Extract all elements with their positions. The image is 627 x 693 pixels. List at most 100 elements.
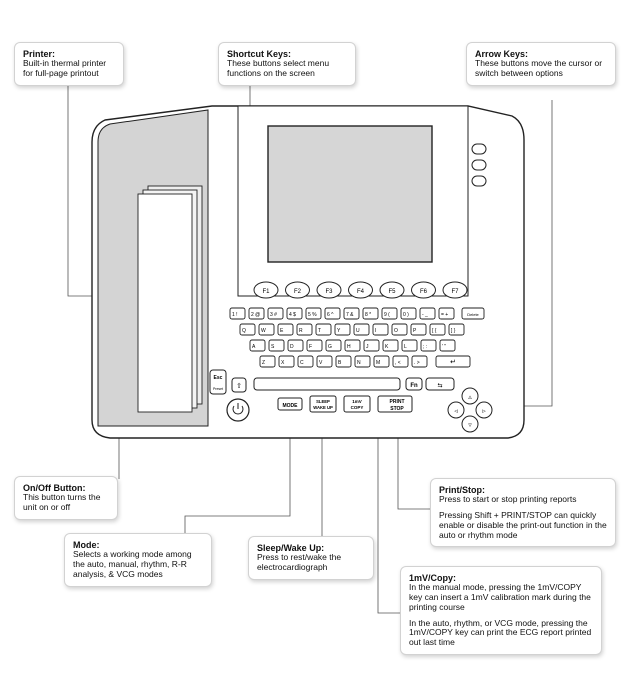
key-row4-1[interactable]: X [278, 355, 295, 368]
printer-callout-body: Built-in thermal printer for full-page p… [23, 58, 107, 79]
key-row2-9[interactable]: P [410, 323, 427, 336]
onoff-callout-title: On/Off Button: [23, 483, 86, 493]
key-row1-3[interactable]: 4 $ [286, 307, 303, 320]
key-row4-8[interactable]: . > [411, 355, 428, 368]
key-row1-10[interactable]: - _ [419, 307, 436, 320]
key-row1-11[interactable]: = + [438, 307, 455, 320]
key-row4-5[interactable]: N [354, 355, 371, 368]
key-row3-0[interactable]: A [249, 339, 266, 352]
fn-key[interactable]: Fn [405, 377, 423, 391]
key-row1-0[interactable]: 1 ! [229, 307, 246, 320]
arrow-right-key[interactable]: ▹ [475, 401, 493, 419]
esc-key-label: Esc [214, 375, 223, 381]
key-row4-0[interactable]: Z [259, 355, 276, 368]
fkey-f4[interactable]: F4 [348, 281, 373, 299]
power-icon [232, 405, 244, 415]
arrow-down-key[interactable]: ▿ [461, 415, 479, 433]
tab-key[interactable]: ⇆ [425, 377, 455, 391]
key-row4-7[interactable]: , < [392, 355, 409, 368]
fkey-f2[interactable]: F2 [285, 281, 310, 299]
arrow-left-key[interactable]: ◃ [447, 401, 465, 419]
key-row4-4[interactable]: B [335, 355, 352, 368]
copy-button[interactable]: 1mV COPY [343, 395, 371, 413]
shortcut-callout-body: These buttons select menu functions on t… [227, 58, 330, 79]
fkey-f6[interactable]: F6 [411, 281, 436, 299]
key-row3-6[interactable]: J [363, 339, 380, 352]
fkey-f5[interactable]: F5 [379, 281, 405, 299]
key-row2-0[interactable]: Q [239, 323, 256, 336]
key-row2-1[interactable]: W [258, 323, 275, 336]
key-row1-8[interactable]: 9 ( [381, 307, 398, 320]
arrow-callout-body: These buttons move the cursor or switch … [475, 58, 603, 79]
print-stop-button[interactable]: PRINT STOP [377, 395, 413, 413]
key-row1-5[interactable]: 6 ^ [324, 307, 341, 320]
mode-button[interactable]: MODE [277, 397, 303, 411]
key-row3-5[interactable]: H [344, 339, 361, 352]
key-row2-7[interactable]: I [372, 323, 389, 336]
fkey-f3[interactable]: F3 [316, 281, 342, 299]
key-row1-9[interactable]: 0 ) [400, 307, 417, 320]
key-row2-5[interactable]: Y [334, 323, 351, 336]
key-row3-10[interactable]: ' " [439, 339, 456, 352]
key-row3-7[interactable]: K [382, 339, 399, 352]
key-row3-1[interactable]: S [268, 339, 285, 352]
key-row2-8[interactable]: O [391, 323, 408, 336]
sleep-button-label: SLEEP [316, 399, 330, 404]
space-bar[interactable] [253, 377, 401, 391]
sleep-wake-button[interactable]: SLEEP WAKE UP [309, 395, 337, 413]
key-label: M [376, 360, 380, 366]
key-row3-3[interactable]: F [306, 339, 323, 352]
shift-key[interactable]: ⇧ [231, 377, 247, 393]
key-label: J [366, 344, 369, 350]
key-row3-4[interactable]: G [325, 339, 342, 352]
key-row4-3[interactable]: V [316, 355, 333, 368]
key-row1-2[interactable]: 3 # [267, 307, 284, 320]
copy-callout-body2: In the auto, rhythm, or VCG mode, pressi… [409, 617, 592, 648]
key-label: 1 ! [232, 312, 238, 318]
esc-key-sublabel: Preset [213, 387, 223, 391]
power-button[interactable] [226, 398, 250, 422]
key-row3-9[interactable]: ; : [420, 339, 437, 352]
printstop-leader [397, 404, 430, 510]
fkey-label: F4 [357, 289, 365, 295]
key-row1-1[interactable]: 2 @ [248, 307, 265, 320]
key-row1-4[interactable]: 5 % [305, 307, 322, 320]
printstop-callout-body: Press to start or stop printing reports [439, 494, 577, 505]
delete-key[interactable]: Delete [461, 307, 485, 320]
key-row2-3[interactable]: R [296, 323, 313, 336]
fkey-f1[interactable]: F1 [253, 281, 279, 299]
function-keys: F1 F2 F3 F4 F5 F6 F7 [253, 281, 468, 299]
key-row2-11[interactable]: ] } [448, 323, 465, 336]
indicator-power [471, 175, 487, 187]
key-row2-10[interactable]: [ { [429, 323, 446, 336]
key-label: 2 @ [251, 312, 260, 318]
wake-button-label: WAKE UP [313, 405, 333, 410]
key-row4-2[interactable]: C [297, 355, 314, 368]
key-row4-6[interactable]: M [373, 355, 390, 368]
key-label: C [300, 360, 304, 366]
key-row1-6[interactable]: 7 & [343, 307, 360, 320]
arrow-up-key[interactable]: ▵ [461, 387, 479, 405]
key-label: = + [441, 312, 448, 318]
key-row2-4[interactable]: T [315, 323, 332, 336]
key-label: R [299, 328, 303, 334]
key-label: 0 ) [403, 312, 409, 318]
arrow-keypad: ▵ ◃ ▹ ▿ [447, 387, 493, 433]
key-row2-2[interactable]: E [277, 323, 294, 336]
key-row2-6[interactable]: U [353, 323, 370, 336]
key-row1-7[interactable]: 8 * [362, 307, 379, 320]
tab-arrows-icon: ⇆ [437, 382, 442, 389]
key-label: U [356, 328, 360, 334]
key-label: A [252, 344, 256, 350]
key-label: V [319, 360, 323, 366]
key-row3-2[interactable]: D [287, 339, 304, 352]
printer-callout-title: Printer: [23, 49, 56, 59]
esc-key[interactable]: Esc Preset [209, 369, 227, 395]
delete-key-label: Delete [467, 312, 479, 317]
fkey-f7[interactable]: F7 [442, 281, 468, 299]
copy-leader [377, 404, 404, 614]
key-row3-8[interactable]: L [401, 339, 418, 352]
key-label: K [385, 344, 389, 350]
enter-key[interactable]: ↵ [435, 355, 471, 368]
